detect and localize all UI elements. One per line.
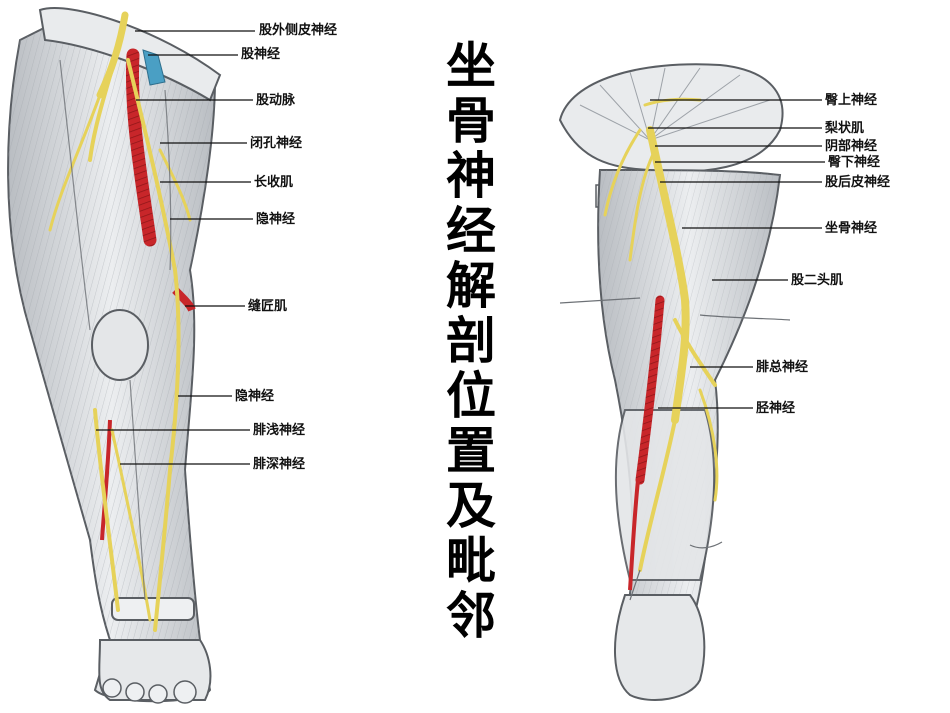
label-superficial-peroneal-nerve: 腓浅神经 bbox=[253, 423, 306, 438]
label-superior-gluteal-nerve: 臀上神经 bbox=[825, 93, 878, 108]
title-char: 剖 bbox=[446, 311, 496, 370]
title-char: 毗 bbox=[446, 531, 496, 590]
label-biceps-femoris: 股二头肌 bbox=[791, 273, 844, 288]
label-adductor-longus: 长收肌 bbox=[254, 175, 294, 190]
title-char: 邻 bbox=[446, 586, 496, 645]
label-sartorius: 缝匠肌 bbox=[248, 299, 288, 314]
label-femoral-artery: 股动脉 bbox=[256, 93, 296, 108]
label-deep-peroneal-nerve: 腓深神经 bbox=[253, 457, 306, 472]
anterior-leg-illustration bbox=[7, 7, 222, 704]
title-char: 坐 bbox=[446, 36, 496, 95]
title-char: 神 bbox=[446, 146, 496, 205]
label-femoral-nerve: 股神经 bbox=[241, 47, 281, 62]
title-char: 置 bbox=[446, 421, 496, 480]
label-obturator-nerve: 闭孔神经 bbox=[250, 136, 303, 151]
label-posterior-femoral-cutaneous-nerve: 股后皮神经 bbox=[825, 175, 891, 190]
leader-lines bbox=[96, 30, 825, 465]
label-piriformis: 梨状肌 bbox=[825, 121, 865, 136]
title-char: 解 bbox=[446, 256, 496, 315]
label-tibial-nerve: 胫神经 bbox=[756, 401, 796, 416]
label-inferior-gluteal-nerve: 臀下神经 bbox=[828, 155, 881, 170]
title-char: 经 bbox=[446, 201, 496, 260]
title-char: 及 bbox=[446, 476, 496, 535]
label-common-peroneal-nerve: 腓总神经 bbox=[756, 360, 809, 375]
label-sciatic-nerve: 坐骨神经 bbox=[825, 221, 878, 236]
label-saphenous-nerve-lower: 隐神经 bbox=[235, 389, 275, 404]
posterior-leg-illustration bbox=[558, 63, 791, 701]
title-char: 骨 bbox=[446, 91, 496, 150]
label-saphenous-nerve-upper: 隐神经 bbox=[256, 212, 296, 227]
title-char: 位 bbox=[446, 366, 496, 425]
label-pudendal-nerve: 阴部神经 bbox=[825, 139, 878, 154]
slide-title: 坐 骨 神 经 解 剖 位 置 及 毗 邻 bbox=[438, 38, 504, 643]
label-lateral-femoral-cutaneous-nerve: 股外侧皮神经 bbox=[259, 23, 338, 38]
